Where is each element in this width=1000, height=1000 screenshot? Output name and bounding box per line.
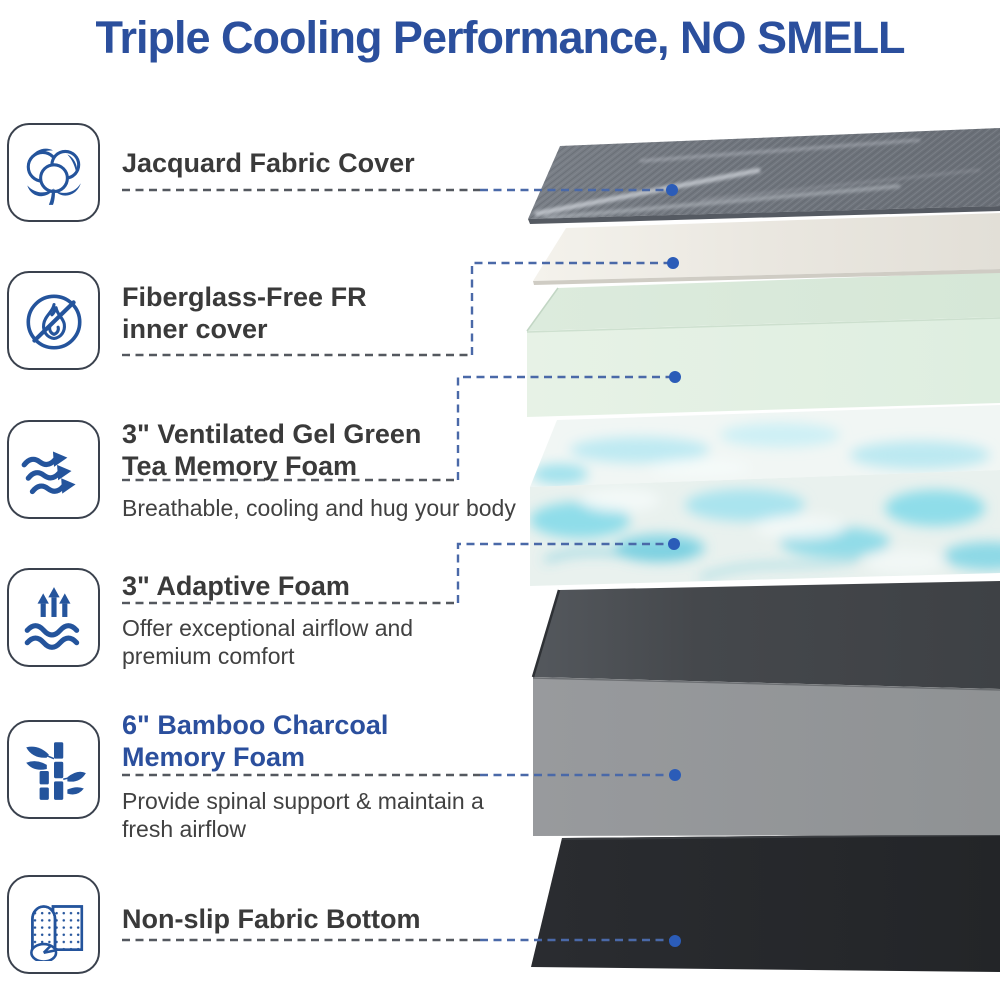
connector-gel-blue xyxy=(456,542,673,603)
connector-fr-blue xyxy=(470,261,672,355)
layer-non-slip-fabric-bottom xyxy=(531,834,1000,972)
feature-heading: Jacquard Fabric Cover xyxy=(122,148,415,178)
cotton-icon xyxy=(7,123,100,222)
connector-green-blue xyxy=(456,375,674,480)
breathability-arrows-icon xyxy=(7,568,100,667)
layer-green-tea-memory-foam xyxy=(526,272,1000,417)
feature-subtitle: Provide spinal support & maintain a fres… xyxy=(122,788,484,842)
feature-heading: Fiberglass-Free FR inner cover xyxy=(122,282,367,344)
layer-bamboo-charcoal-memory-foam xyxy=(531,581,1000,836)
feature-heading: 3" Ventilated Gel Green Tea Memory Foam xyxy=(122,419,422,481)
layer-fr-inner-cover xyxy=(533,213,1000,285)
feature-heading: 3" Adaptive Foam xyxy=(122,571,350,601)
connector-lines xyxy=(122,188,674,942)
airflow-icon xyxy=(7,420,100,519)
feature-subtitle: Offer exceptional airflow and premium co… xyxy=(122,615,414,669)
fabric-roll-icon xyxy=(7,875,100,974)
page-title: Triple Cooling Performance, NO SMELL xyxy=(95,12,905,63)
no-fire-icon xyxy=(7,271,100,370)
layer-adaptive-gel-foam xyxy=(530,405,1000,586)
feature-heading: 6" Bamboo Charcoal Memory Foam xyxy=(122,710,389,772)
connector-dots xyxy=(666,184,681,947)
layer-jacquard-fabric-cover xyxy=(528,128,1000,224)
bamboo-icon xyxy=(7,720,100,819)
feature-heading: Non-slip Fabric Bottom xyxy=(122,904,421,934)
feature-subtitle: Breathable, cooling and hug your body xyxy=(122,495,516,521)
